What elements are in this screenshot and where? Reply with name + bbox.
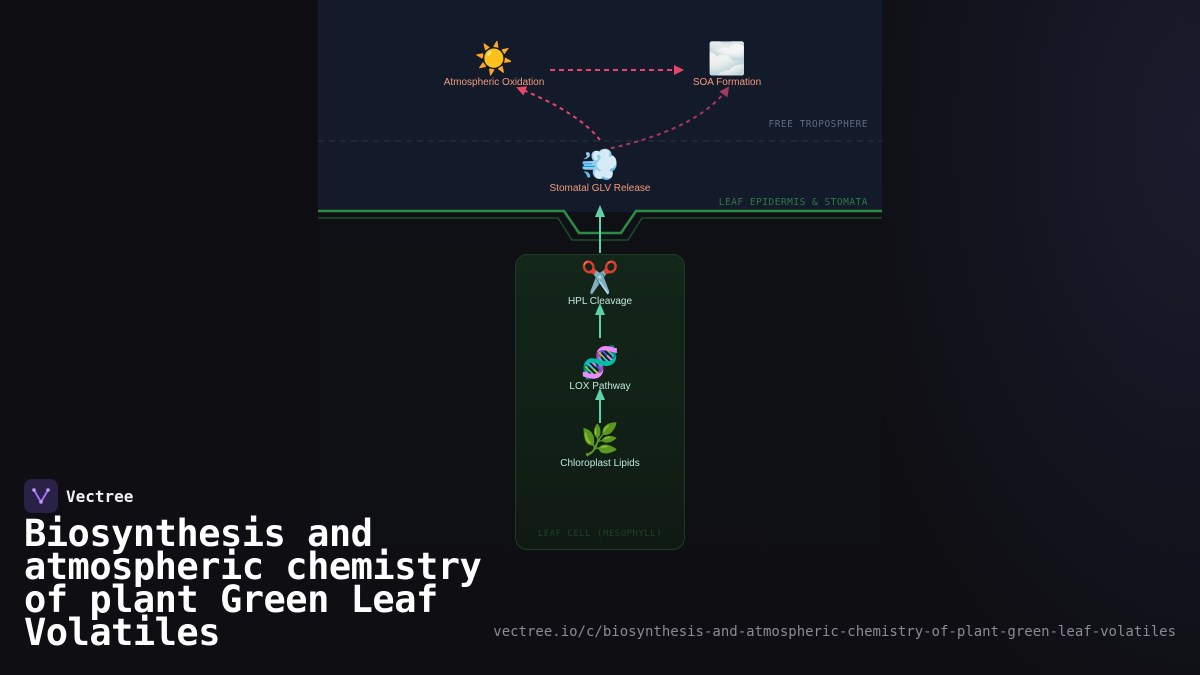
node-label: Chloroplast Lipids [560, 458, 640, 469]
node-atmospheric-oxidation: ☀️ Atmospheric Oxidation [414, 42, 574, 88]
background-glow [880, 0, 1200, 675]
node-hpl-cleavage: ✂️ HPL Cleavage [520, 261, 680, 307]
node-soa-formation: 🌫️ SOA Formation [647, 42, 807, 88]
node-chloroplast-lipids: 🌿 Chloroplast Lipids [520, 423, 680, 469]
glv-diagram: LEAF CELL (MESOPHYLL) FREE TROPOSPHERE [318, 0, 882, 675]
free-troposphere-label: FREE TROPOSPHERE [768, 119, 868, 130]
node-label: HPL Cleavage [567, 296, 633, 307]
node-label: SOA Formation [692, 77, 762, 88]
herb-icon: 🌿 [580, 422, 620, 458]
node-label: Atmospheric Oxidation [443, 77, 545, 88]
diagram-connectors [318, 65, 882, 423]
node-label: Stomatal GLV Release [549, 183, 651, 194]
arrow-release-to-soa [602, 86, 730, 151]
vectree-logo-icon [24, 479, 58, 513]
dna-icon: 🧬 [580, 345, 620, 381]
node-stomatal-glv-release: 💨 Stomatal GLV Release [520, 148, 680, 194]
arrow-release-to-oxidation [516, 86, 601, 141]
leaf-epidermis-label: LEAF EPIDERMIS & STOMATA [718, 197, 868, 208]
fog-icon: 🌫️ [707, 41, 747, 77]
brand-name: Vectree [66, 486, 134, 506]
free-troposphere-zone [318, 0, 882, 212]
sun-icon: ☀️ [474, 41, 514, 77]
brand: Vectree [24, 479, 133, 513]
wind-puff-icon: 💨 [580, 147, 620, 183]
cell-zone-label: LEAF CELL (MESOPHYLL) [537, 529, 663, 539]
page-title: Biosynthesis and atmospheric chemistry o… [24, 512, 482, 654]
page-url: vectree.io/c/biosynthesis-and-atmospheri… [493, 624, 1176, 640]
scissors-icon: ✂️ [580, 260, 620, 296]
node-lox-pathway: 🧬 LOX Pathway [520, 346, 680, 392]
node-label: LOX Pathway [569, 381, 631, 392]
